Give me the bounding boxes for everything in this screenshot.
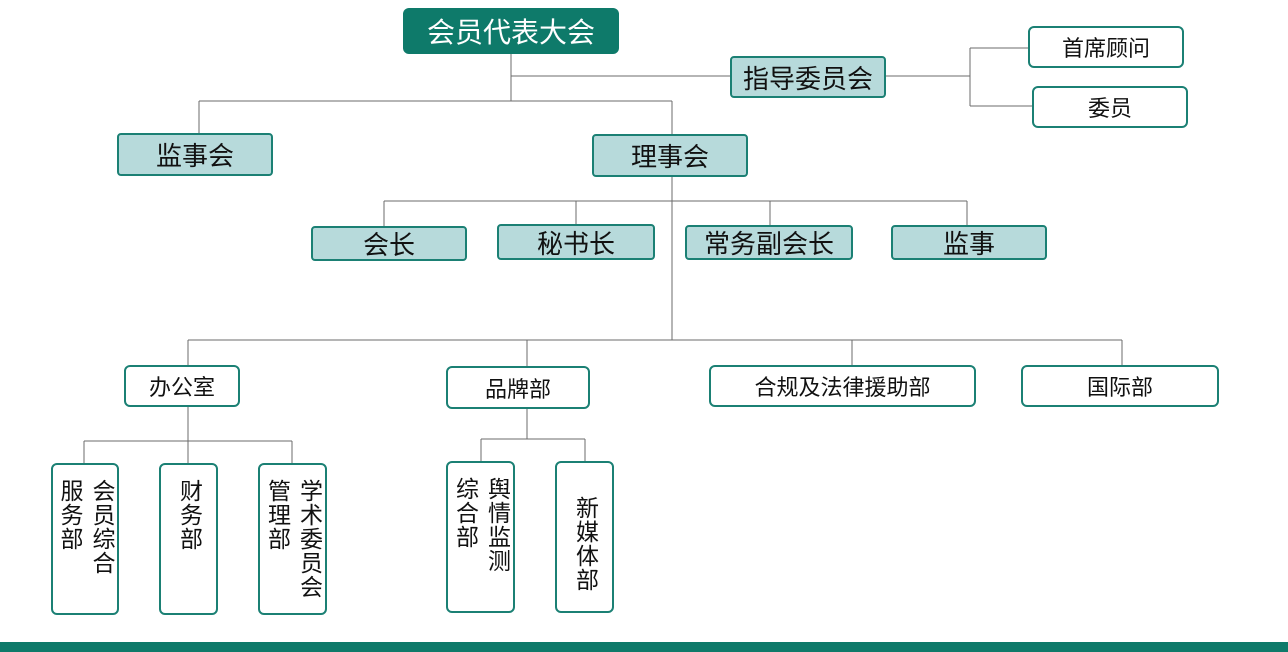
subunit-finance: 财务部	[159, 463, 218, 615]
subunit-academic-committee: 学术委员会 管理部	[258, 463, 327, 615]
footer-bar	[0, 642, 1288, 652]
guidance-committee-node: 指导委员会	[730, 56, 886, 98]
subunit-public-opinion-monitoring: 舆情监测 综合部	[446, 461, 515, 613]
committee-member-node: 委员	[1032, 86, 1188, 128]
council-role-secretary-general: 秘书长	[497, 224, 655, 260]
supervisory-board-node: 监事会	[117, 133, 273, 176]
council-role-supervisor: 监事	[891, 225, 1047, 260]
subunit-member-services: 会员综合 服务部	[51, 463, 119, 615]
subunit-label-line: 服务部	[56, 479, 82, 551]
council-role-executive-vice-president: 常务副会长	[685, 225, 853, 260]
subunit-label-line: 管理部	[263, 479, 290, 551]
subunit-label-line: 综合部	[451, 477, 478, 549]
general-assembly-node: 会员代表大会	[403, 8, 619, 54]
subunit-label-line: 学术委员会	[295, 479, 322, 599]
council-node: 理事会	[592, 134, 748, 177]
department-compliance-legal-aid: 合规及法律援助部	[709, 365, 976, 407]
subunit-label-line: 部	[571, 568, 598, 592]
department-brand: 品牌部	[446, 366, 590, 409]
subunit-new-media: 新媒体 部	[555, 461, 614, 613]
subunit-label-line: 舆情监测	[483, 477, 510, 573]
department-international: 国际部	[1021, 365, 1219, 407]
chief-advisor-node: 首席顾问	[1028, 26, 1184, 68]
subunit-label-line: 新媒体	[571, 496, 598, 568]
department-office: 办公室	[124, 365, 240, 407]
council-role-president: 会长	[311, 226, 467, 261]
subunit-label-line: 财务部	[175, 479, 202, 551]
subunit-label-line: 会员综合	[88, 479, 114, 575]
